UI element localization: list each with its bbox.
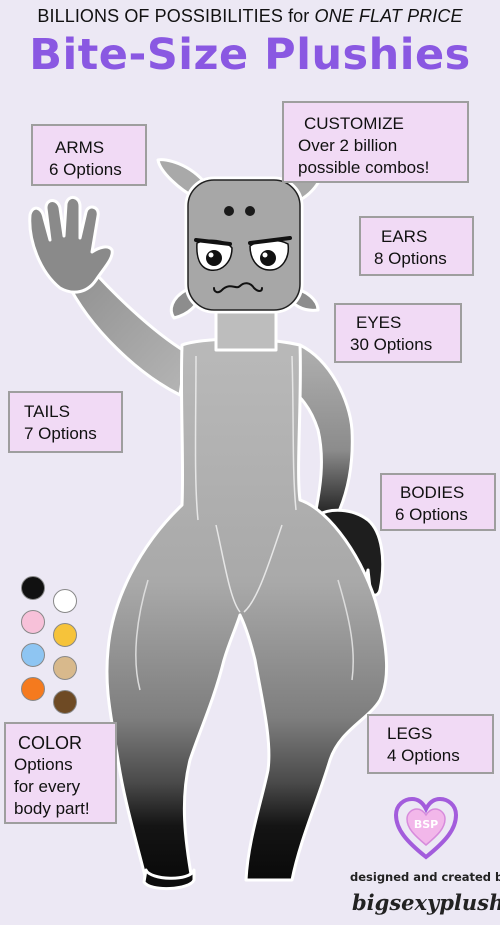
head (184, 176, 304, 314)
callout-arms-label: ARMS (55, 138, 105, 157)
callout-ears: EARS 8 Options (359, 216, 474, 276)
callout-customize-label: CUSTOMIZE (304, 114, 404, 133)
callout-eyes: EYES 30 Options (334, 303, 462, 363)
callout-ears-label: EARS (381, 227, 428, 246)
headline-price: ONE FLAT PRICE (314, 6, 463, 26)
callout-bodies-label: BODIES (400, 483, 465, 502)
callout-eyes-detail: 30 Options (350, 335, 433, 354)
color-swatch-orange (21, 677, 45, 701)
callout-customize-line2: possible combos! (298, 158, 430, 177)
callout-color-line1: Options (14, 755, 73, 774)
callout-color-line2: for every (14, 777, 81, 796)
headline-prefix: BILLIONS OF POSSIBILITIES for (37, 6, 310, 26)
credit-line: designed and created by (350, 870, 500, 884)
left-hand (28, 196, 114, 294)
callout-arms: ARMS 6 Options (31, 124, 147, 186)
color-swatch-pink (21, 610, 45, 634)
callout-legs-label: LEGS (387, 724, 433, 743)
forehead-dot-right (245, 206, 255, 216)
logo-text: BSP (414, 818, 438, 831)
color-swatch-yellow (53, 623, 77, 647)
headline: BILLIONS OF POSSIBILITIES for ONE FLAT P… (0, 6, 500, 27)
callout-arms-detail: 6 Options (49, 160, 122, 179)
callout-color: COLOR Options for every body part! (4, 722, 117, 824)
color-swatch-black (21, 576, 45, 600)
callout-tails-detail: 7 Options (24, 424, 97, 443)
left-foot (142, 868, 196, 890)
bsp-heart-logo: BSP (393, 796, 459, 860)
forehead-dot-left (224, 206, 234, 216)
callout-legs-detail: 4 Options (387, 746, 460, 765)
callout-customize: CUSTOMIZE Over 2 billion possible combos… (282, 101, 469, 183)
callout-tails: TAILS 7 Options (8, 391, 123, 453)
color-swatch-tan (53, 656, 77, 680)
callout-legs: LEGS 4 Options (367, 714, 494, 774)
color-swatch-white (53, 589, 77, 613)
brand-signature: bigsexyplush (352, 890, 500, 915)
callout-eyes-label: EYES (356, 313, 402, 332)
callout-bodies: BODIES 6 Options (380, 473, 496, 531)
mouth (213, 282, 263, 294)
callout-customize-line1: Over 2 billion (298, 136, 398, 155)
callout-ears-detail: 8 Options (374, 249, 447, 268)
page-title: Bite-Size Plushies (29, 30, 471, 80)
color-swatch-brown (53, 690, 77, 714)
callout-color-line3: body part! (14, 799, 90, 818)
callout-color-label: COLOR (18, 733, 83, 753)
callout-tails-label: TAILS (24, 402, 70, 421)
color-swatch-blue (21, 643, 45, 667)
callout-bodies-detail: 6 Options (395, 505, 468, 524)
